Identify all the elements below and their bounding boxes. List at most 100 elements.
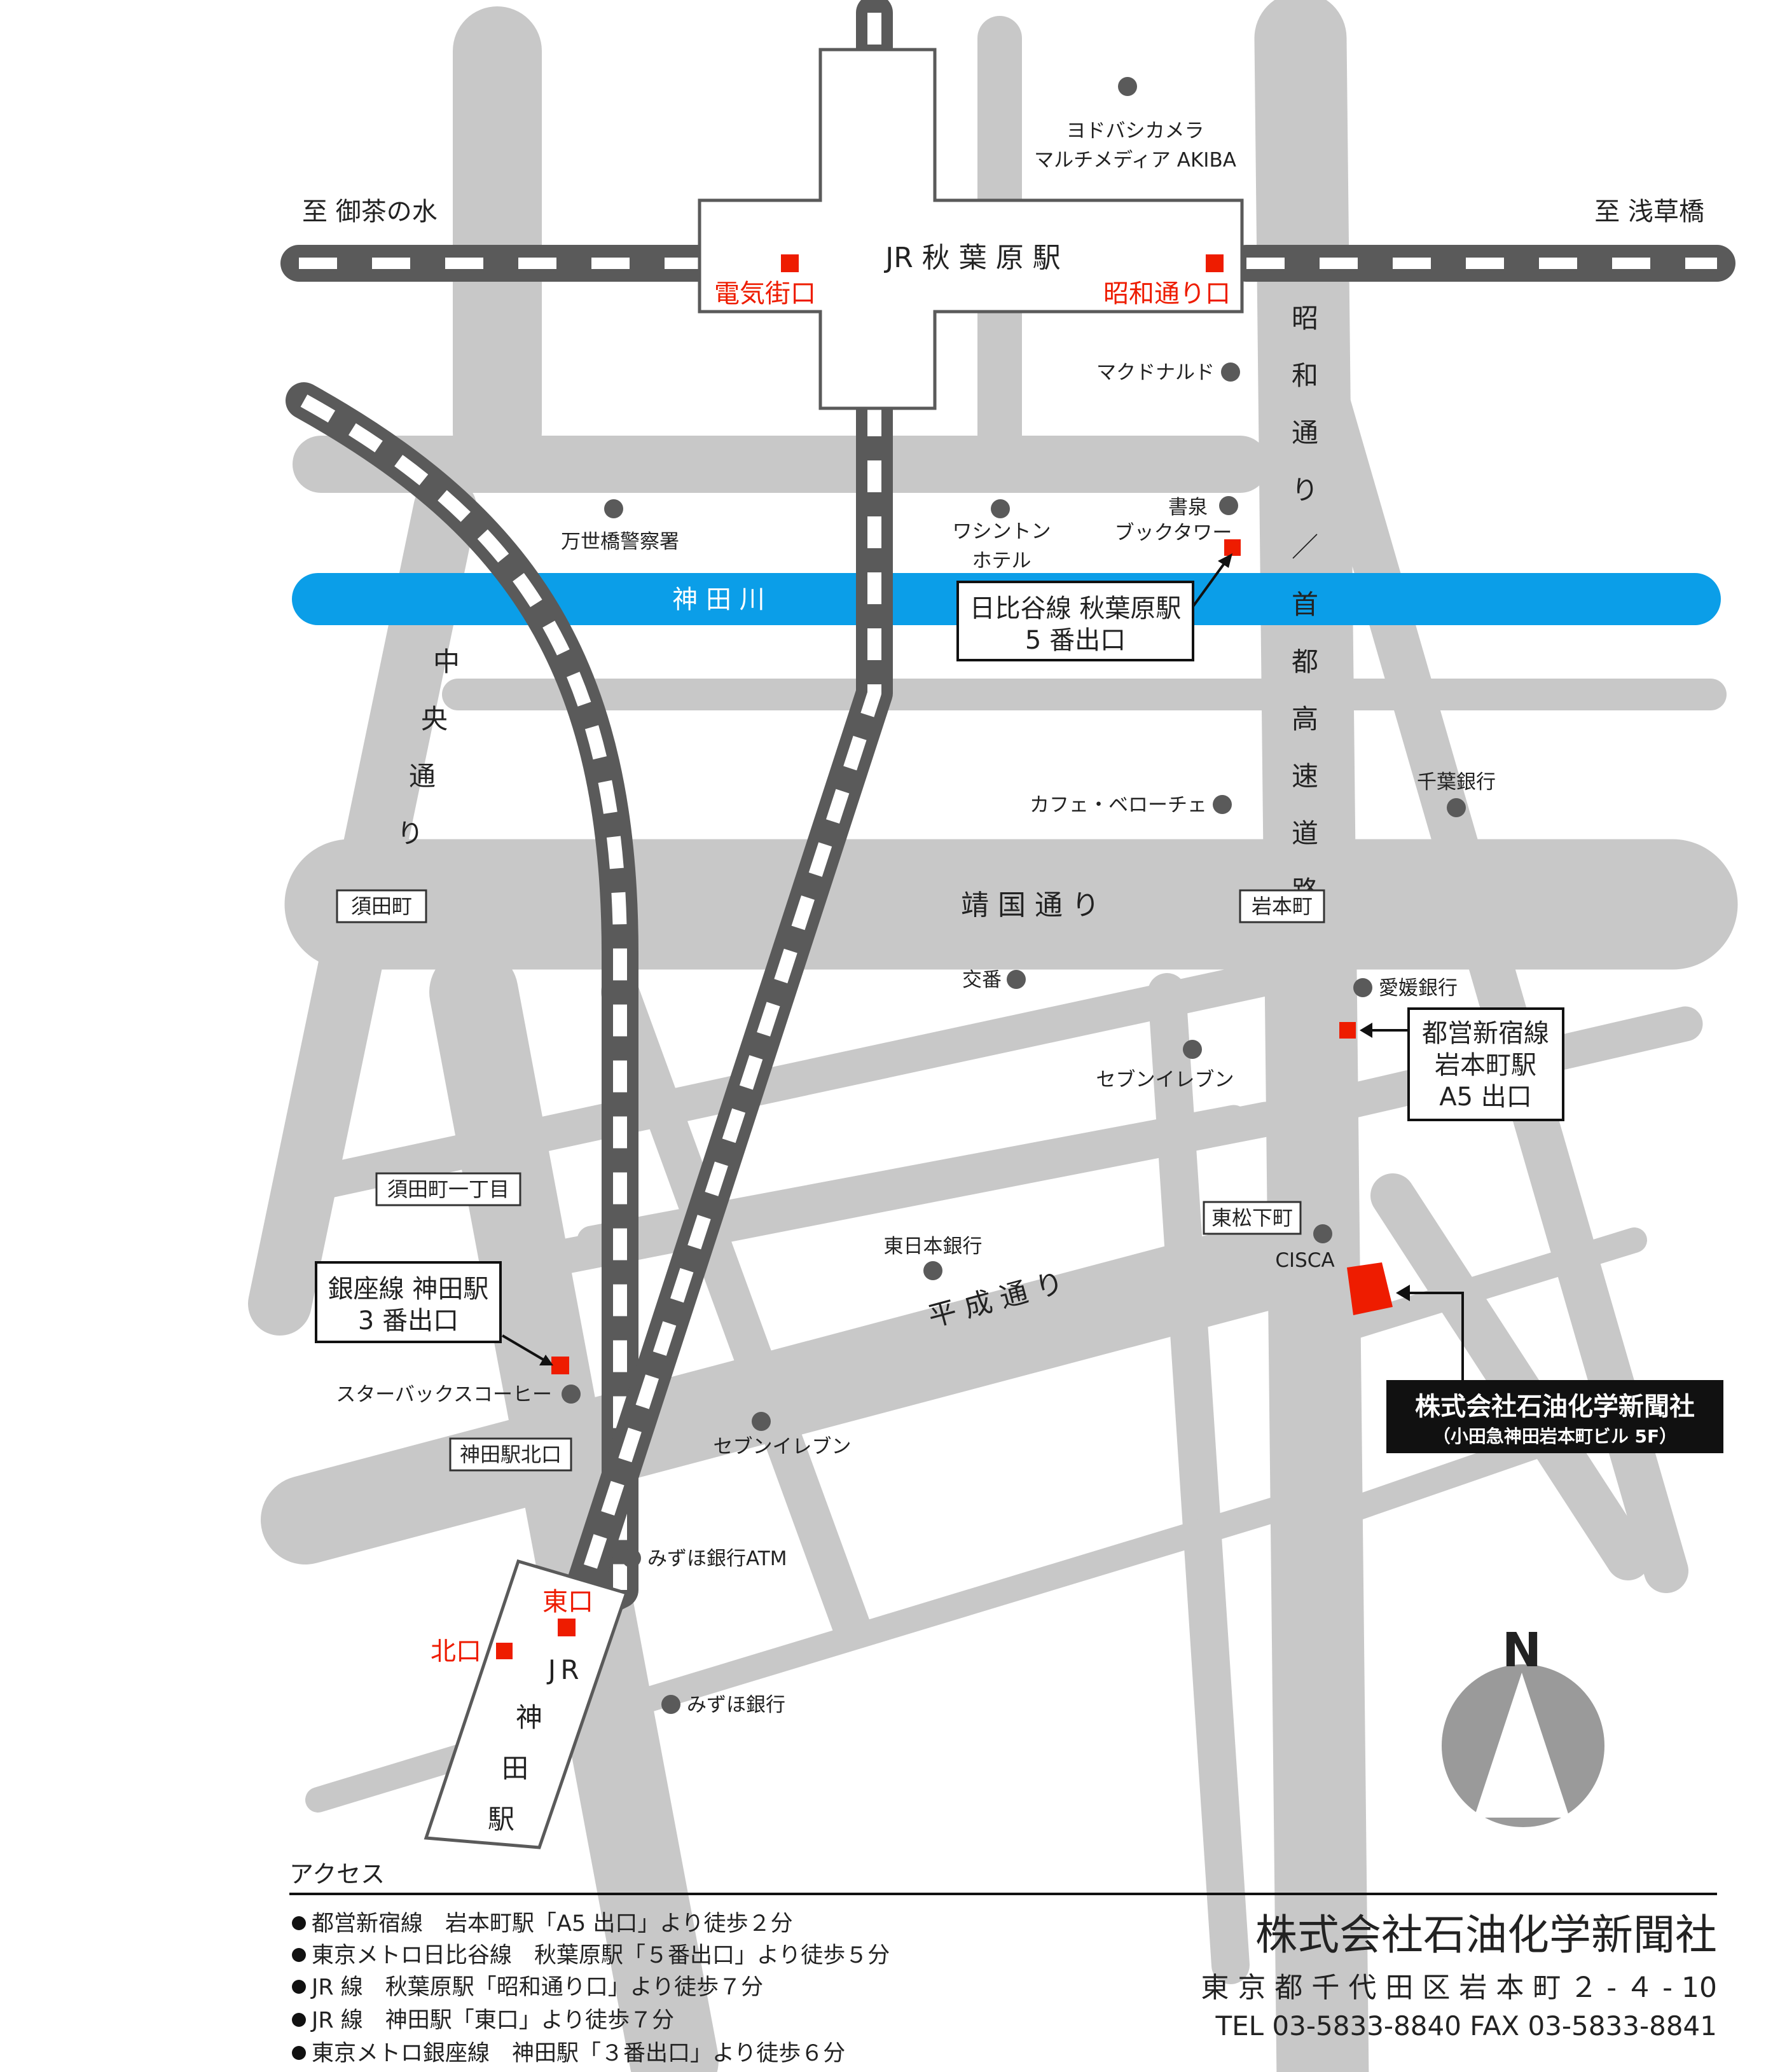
- intersection-sudacho: 須田町: [351, 894, 412, 918]
- showa-char: 速: [1292, 761, 1318, 792]
- landmark-police: 万世橋警察署: [561, 530, 679, 553]
- company-address: 東 京 都 千 代 田 区 岩 本 町 ２ - ４ - 10: [1201, 1972, 1717, 2004]
- landmark-mizuho-bank: みずほ銀行: [687, 1694, 785, 1716]
- landmark-cisca: CISCA: [1275, 1249, 1334, 1272]
- access-item-2: 東京メトロ日比谷線 秋葉原駅「５番出口」より徒歩５分: [312, 1943, 890, 1968]
- kanda-station-name-4: 田: [502, 1753, 528, 1784]
- callout-toei-exit: A5 出口: [1439, 1082, 1532, 1112]
- landmark-koban: 交番: [962, 969, 1002, 991]
- chuo-dori-label: 中 央 通 り: [397, 646, 460, 849]
- destination-label-box: [1386, 1380, 1723, 1453]
- showa-char: り: [1292, 474, 1318, 506]
- landmark-dot: [923, 1261, 942, 1280]
- landmark-dot: [1183, 1040, 1202, 1059]
- company-contact: TEL 03-5833-8840 FAX 03-5833-8841: [1215, 2010, 1717, 2041]
- intersection-sudacho-1chome: 須田町一丁目: [387, 1177, 509, 1201]
- landmark-shosen-2: ブックタワー: [1115, 521, 1232, 544]
- landmark-washington-2: ホテル: [972, 549, 1031, 572]
- showa-exit-label: 昭和通り口: [1103, 279, 1231, 308]
- company-info: 株式会社石油化学新聞社 東 京 都 千 代 田 区 岩 本 町 ２ - ４ - …: [1201, 1910, 1717, 2041]
- company-name: 株式会社石油化学新聞社: [1255, 1910, 1717, 1959]
- showa-char: 都: [1292, 646, 1318, 677]
- kanda-station-name-2: R: [560, 1654, 579, 1685]
- callout-hibiya-exit: 5 番出口: [1025, 626, 1126, 655]
- callout-ginza-exit: 3 番出口: [358, 1306, 459, 1336]
- destination-building: （小田急神田岩本町ビル 5F）: [1433, 1426, 1677, 1447]
- callout-ginza-line: 銀座線 神田駅: [328, 1274, 489, 1304]
- landmark-dot: [661, 1695, 680, 1714]
- landmark-dot: [562, 1385, 581, 1404]
- landmark-dot: [1118, 77, 1137, 96]
- landmark-dot: [604, 499, 623, 518]
- landmark-dot: [622, 1549, 641, 1568]
- road-east-diagonal: [1370, 1173, 1650, 1580]
- chuo-char: 中: [433, 646, 460, 677]
- access-item-3: JR 線 秋葉原駅「昭和通り口」より徒歩７分: [310, 1975, 763, 2000]
- landmark-dot: [1313, 1224, 1332, 1243]
- intersection-higashi-matsushitacho: 東松下町: [1211, 1206, 1293, 1230]
- landmark-veloce: カフェ・ベローチェ: [1030, 794, 1207, 817]
- kanda-north-exit-label: 北口: [431, 1637, 481, 1666]
- landmark-dot: [752, 1412, 771, 1431]
- landmark-yodobashi-2: マルチメディア AKIBA: [1034, 149, 1236, 172]
- direction-ochanomizu: 至 御茶の水: [302, 197, 438, 226]
- landmark-washington-1: ワシントン: [953, 520, 1051, 543]
- showa-exit-marker: [1206, 254, 1224, 272]
- showa-dori-label: 昭 和 通 り ／ 首 都 高 速 道 路: [1292, 303, 1318, 906]
- chuo-char: 央: [421, 703, 448, 735]
- akihabara-station: JR 秋 葉 原 駅 電気街口 昭和通り口: [698, 48, 1244, 410]
- callout-toei-station: 岩本町駅: [1435, 1051, 1536, 1080]
- destination-name: 株式会社石油化学新聞社: [1415, 1392, 1695, 1421]
- landmark-shosen-1: 書泉: [1168, 496, 1208, 519]
- landmark-dot: [1219, 496, 1238, 515]
- kanda-north-exit-marker: [496, 1643, 513, 1659]
- callout-toei-line: 都営新宿線: [1422, 1019, 1549, 1048]
- kanda-east-exit-label: 東口: [542, 1587, 593, 1617]
- callout-hibiya: 日比谷線 秋葉原駅 5 番出口: [956, 539, 1241, 661]
- showa-char: ／: [1292, 532, 1318, 563]
- access-item-5: 東京メトロ銀座線 神田駅「３番出口」より徒歩６分: [312, 2041, 845, 2066]
- yasukuni-dori-label: 靖 国 通 り: [961, 889, 1100, 922]
- access-item-1: 都営新宿線 岩本町駅「A5 出口」より徒歩２分: [312, 1911, 793, 1937]
- kanda-station-name-5: 駅: [488, 1804, 514, 1835]
- access-title: アクセス: [289, 1860, 385, 1888]
- chuo-char: り: [397, 818, 424, 849]
- landmark-starbucks: スターバックスコーヒー: [336, 1383, 552, 1406]
- road-slant-1: [300, 955, 1309, 1201]
- landmark-dot: [1447, 798, 1466, 817]
- access-item-4: JR 線 神田駅「東口」より徒歩７分: [310, 2008, 674, 2033]
- road-slant-6: [1291, 1227, 1647, 1355]
- intersection-iwamotocho: 岩本町: [1252, 894, 1313, 918]
- landmark-mcdonalds: マクドナルド: [1096, 361, 1215, 384]
- kanda-east-exit-marker: [558, 1619, 576, 1636]
- access-section: アクセス 都営新宿線 岩本町駅「A5 出口」より徒歩２分 東京メトロ日比谷線 秋…: [289, 1860, 1717, 2066]
- direction-labels: 至 御茶の水 至 浅草橋: [302, 197, 1704, 226]
- road-heisei-dori: [261, 1221, 1310, 1564]
- destination-building-marker: [1347, 1262, 1393, 1315]
- landmark-chiba-bank: 千葉銀行: [1417, 771, 1496, 794]
- landmark-yodobashi-1: ヨドバシカメラ: [1066, 120, 1204, 142]
- electric-town-exit-label: 電気街口: [714, 279, 816, 308]
- kanda-station-name-3: 神: [516, 1702, 542, 1733]
- landmark-dot: [1221, 363, 1240, 382]
- electric-town-exit-marker: [781, 254, 799, 272]
- landmark-higashi-nippon-bank: 東日本銀行: [884, 1235, 983, 1258]
- chuo-char: 通: [409, 761, 436, 792]
- kanda-station: J R 神 田 駅 東口 北口: [424, 1559, 629, 1849]
- destination: 株式会社石油化学新聞社 （小田急神田岩本町ビル 5F）: [1347, 1262, 1723, 1453]
- landmarks: ヨドバシカメラ マルチメディア AKIBA マクドナルド 万世橋警察署 ワシント…: [336, 77, 1496, 1716]
- showa-char: 道: [1292, 818, 1318, 849]
- landmark-ehime-bank: 愛媛銀行: [1379, 977, 1458, 1000]
- callout-ginza: 銀座線 神田駅 3 番出口: [315, 1261, 569, 1374]
- landmark-dot: [1353, 978, 1372, 997]
- showa-char: 高: [1292, 703, 1318, 735]
- landmark-dot: [991, 499, 1010, 518]
- direction-asakusabashi: 至 浅草橋: [1594, 197, 1704, 226]
- landmark-seven-eleven-2: セブンイレブン: [714, 1435, 852, 1458]
- landmark-mizuho-atm: みずほ銀行ATM: [647, 1547, 787, 1570]
- showa-char: 和: [1292, 360, 1318, 391]
- river-label: 神 田 川: [672, 585, 764, 614]
- akihabara-station-name: JR 秋 葉 原 駅: [883, 242, 1061, 274]
- kanda-station-name-1: J: [546, 1654, 556, 1685]
